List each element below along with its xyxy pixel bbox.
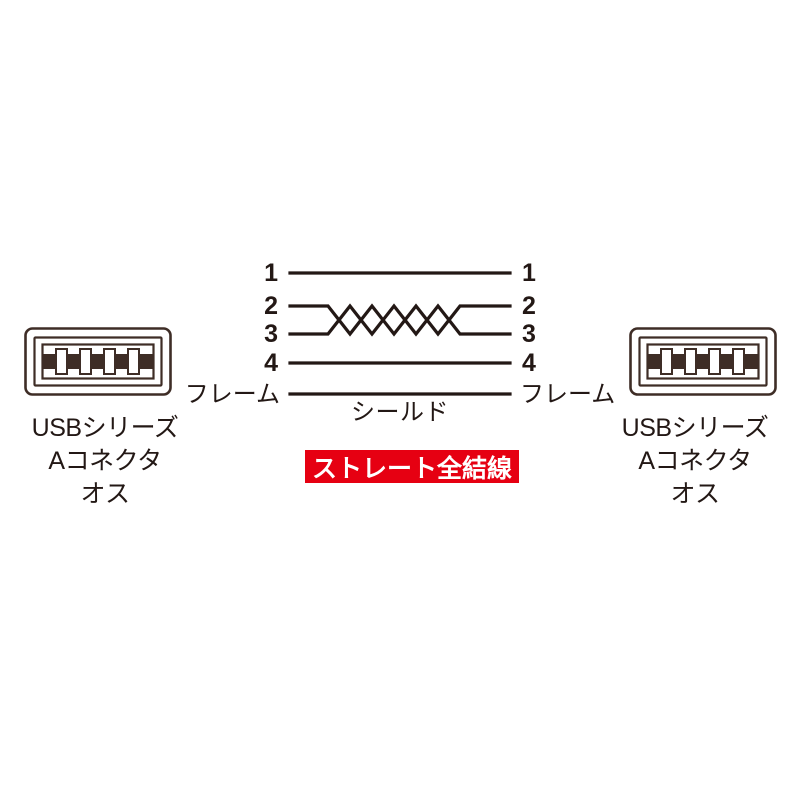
pin-label-left-3: 3 xyxy=(264,320,278,348)
straight-wiring-badge: ストレート全結線 xyxy=(305,450,519,483)
connector-right: USBシリーズ Aコネクタ オス xyxy=(590,326,800,511)
wire-pin-3 xyxy=(288,303,512,337)
connector-right-caption-line3: オス xyxy=(670,480,720,508)
connector-left-caption-line1: USBシリーズ xyxy=(31,414,179,442)
pin-label-right-4: 4 xyxy=(522,349,536,377)
pin-label-left-frame: フレーム xyxy=(185,381,280,408)
connector-right-caption-line1: USBシリーズ xyxy=(621,414,769,442)
wire-pin-2 xyxy=(288,303,512,337)
pinout-diagram: 1 2 3 4 フレーム 1 2 3 4 フレーム xyxy=(180,250,620,415)
connector-right-caption-line2: Aコネクタ xyxy=(638,447,752,475)
pin-label-left-4: 4 xyxy=(264,349,278,377)
connector-right-caption: USBシリーズ Aコネクタ オス xyxy=(590,412,800,511)
pin-label-right-frame: フレーム xyxy=(520,381,615,408)
connector-left-caption-line3: オス xyxy=(80,480,130,508)
shield-label: シールド xyxy=(351,399,449,426)
pin-label-left-1: 1 xyxy=(264,259,278,287)
connector-left: USBシリーズ Aコネクタ オス xyxy=(0,326,210,511)
connector-left-caption-line2: Aコネクタ xyxy=(48,447,162,475)
usb-a-male-connector-icon-left xyxy=(0,326,210,398)
pin-label-right-1: 1 xyxy=(522,259,536,287)
pin-label-left-2: 2 xyxy=(264,292,278,320)
connector-left-caption: USBシリーズ Aコネクタ オス xyxy=(0,412,210,511)
pin-label-right-3: 3 xyxy=(522,320,536,348)
usb-a-male-connector-icon-right xyxy=(590,326,800,398)
pin-label-right-2: 2 xyxy=(522,292,536,320)
